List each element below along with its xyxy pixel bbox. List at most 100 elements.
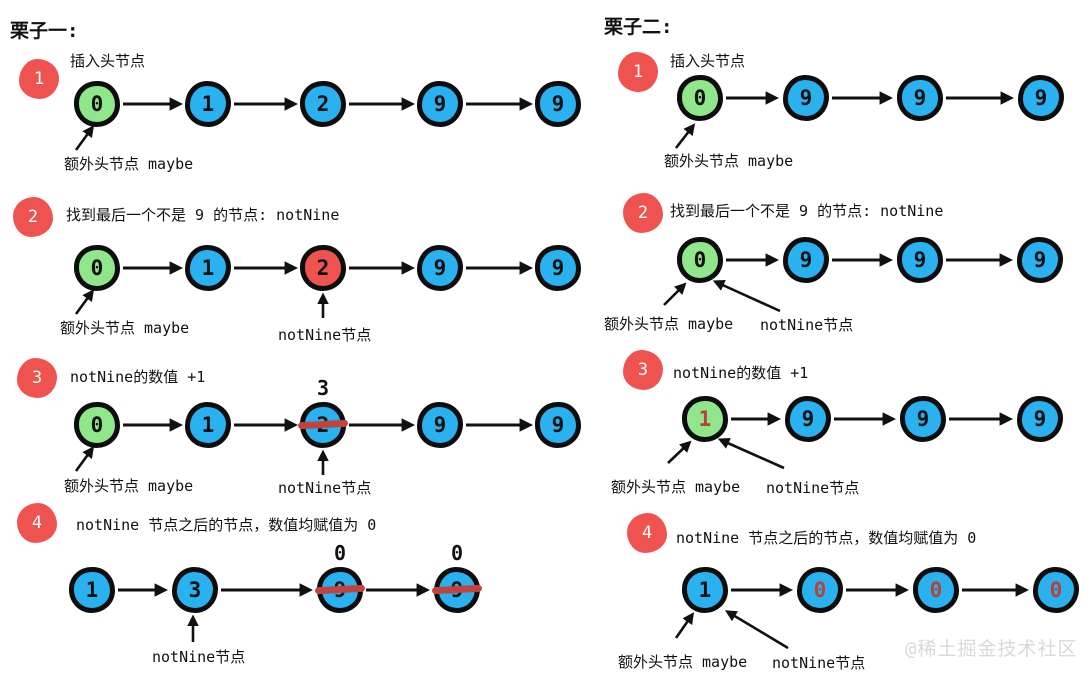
node-new-value: 3 [316, 376, 330, 400]
node-value: 3 [188, 578, 202, 602]
list-node: 9 [897, 75, 943, 121]
strikethrough-mark [297, 419, 349, 430]
notnine-node-label: notNine节点 [772, 654, 866, 672]
node-value: 1 [698, 578, 712, 602]
node-value: 1 [201, 92, 215, 116]
node-value: 9 [551, 256, 565, 280]
list-node: 1 [185, 245, 231, 291]
node-value: 9 [551, 92, 565, 116]
node-value: 0 [813, 578, 827, 602]
pointer-arrow [667, 440, 692, 464]
list-node: 0 [1033, 567, 1079, 613]
list-node-notnine: 2 [300, 245, 346, 291]
node-value: 0 [90, 413, 104, 437]
list-node-notnine: 3 [172, 567, 218, 613]
node-value: 0 [929, 578, 943, 602]
step-description: 插入头节点 [70, 52, 146, 70]
node-value: 9 [433, 413, 447, 437]
step-description: notNine的数值 +1 [673, 364, 809, 382]
node-value: 0 [693, 86, 707, 110]
node-value: 2 [316, 256, 330, 280]
node-value: 9 [913, 86, 927, 110]
list-node: 2 [300, 81, 346, 127]
step-badge: 3 [623, 350, 663, 390]
head-node-label: 额外头节点 maybe [60, 319, 190, 337]
list-node: 0 [74, 81, 120, 127]
node-value: 9 [433, 92, 447, 116]
node-value: 0 [90, 256, 104, 280]
list-node: 9 [417, 402, 463, 448]
list-node: 9 [900, 396, 946, 442]
watermark: @稀土掘金技术社区 [905, 638, 1078, 660]
node-value: 2 [316, 92, 330, 116]
list-node-notnine: 3 2 [297, 376, 349, 448]
list-node: 9 [1017, 396, 1063, 442]
example2-title: 栗子二: [604, 16, 673, 38]
node-value: 9 [551, 413, 565, 437]
list-node: 9 [1018, 75, 1064, 121]
list-node: 0 [913, 567, 959, 613]
step-badge: 2 [623, 193, 663, 233]
list-node: 9 [417, 245, 463, 291]
list-node: 9 [1017, 237, 1063, 283]
node-value: 9 [1033, 407, 1047, 431]
node-value: 9 [1034, 86, 1048, 110]
step-description: 找到最后一个不是 9 的节点: notNine [66, 206, 340, 224]
head-node-label: 额外头节点 maybe [64, 155, 194, 173]
list-node: 9 [535, 402, 581, 448]
node-value: 0 [90, 92, 104, 116]
list-node: 9 [783, 75, 829, 121]
pointer-arrow [663, 282, 687, 306]
list-node: 0 9 [314, 541, 366, 613]
node-value: 9 [913, 248, 927, 272]
node-value: 9 [799, 248, 813, 272]
list-node: 1 [185, 402, 231, 448]
step-description: notNine的数值 +1 [70, 368, 206, 386]
list-node: 9 [783, 237, 829, 283]
node-value: 1 [698, 407, 712, 431]
node-value: 9 [433, 256, 447, 280]
node-value: 9 [801, 407, 815, 431]
list-node: 1 [69, 567, 115, 613]
pointer-arrow [74, 289, 95, 315]
list-node: 9 [897, 237, 943, 283]
list-node: 0 9 [431, 541, 483, 613]
head-node-label: 额外头节点 maybe [604, 315, 734, 333]
step-badge: 1 [618, 52, 658, 92]
list-node-notnine: 0 [677, 237, 723, 283]
head-node-label: 额外头节点 maybe [618, 653, 748, 671]
strikethrough-mark [431, 584, 483, 595]
pointer-arrow [74, 125, 95, 151]
notnine-node-label: notNine节点 [152, 648, 246, 666]
step-description: 插入头节点 [670, 52, 746, 70]
list-node: 0 [74, 402, 120, 448]
list-node-notnine: 1 [682, 567, 728, 613]
list-node: 9 [785, 396, 831, 442]
node-new-value: 0 [333, 541, 347, 565]
list-node: 0 [74, 245, 120, 291]
step-description: 找到最后一个不是 9 的节点: notNine [670, 202, 944, 220]
node-value: 1 [201, 413, 215, 437]
step-badge: 4 [627, 513, 667, 553]
head-node-label: 额外头节点 maybe [64, 477, 194, 495]
list-node: 1 [185, 81, 231, 127]
list-node: 0 [797, 567, 843, 613]
node-value: 1 [201, 256, 215, 280]
node-value: 1 [85, 578, 99, 602]
list-node-notnine: 1 [682, 396, 728, 442]
notnine-node-label: notNine节点 [278, 479, 372, 497]
list-node: 0 [677, 75, 723, 121]
head-node-label: 额外头节点 maybe [611, 478, 741, 496]
list-node: 9 [535, 245, 581, 291]
list-node: 9 [535, 81, 581, 127]
pointer-arrow [674, 123, 696, 149]
pointer-arrow [717, 437, 785, 470]
notnine-node-label: notNine节点 [766, 479, 860, 497]
notnine-node-label: notNine节点 [278, 326, 372, 344]
pointer-arrow [74, 446, 95, 472]
node-value: 9 [799, 86, 813, 110]
step-badge: 4 [17, 503, 57, 543]
pointer-arrow [724, 610, 789, 650]
